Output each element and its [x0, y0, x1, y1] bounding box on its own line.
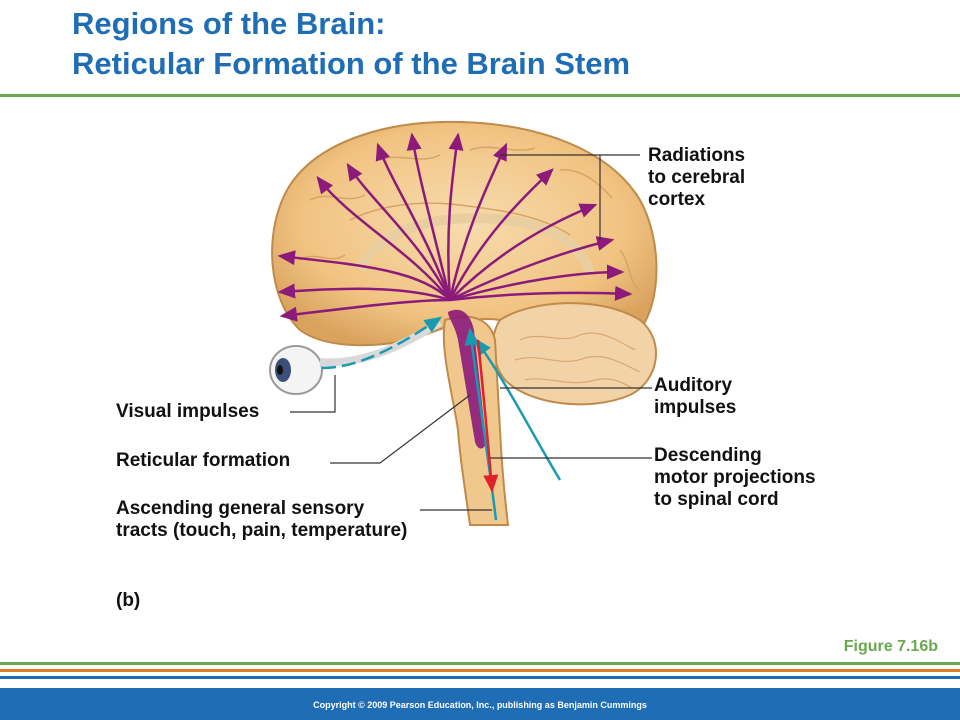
radiation-arrow: [406, 132, 452, 301]
radiation-arrow: [346, 162, 452, 301]
radiation-arrow: [277, 250, 451, 301]
label-ascending-tracts: Ascending general sensory tracts (touch,…: [116, 498, 408, 541]
radiation-arrow: [279, 298, 451, 322]
title-line-2: Reticular Formation of the Brain Stem: [72, 46, 631, 81]
cerebellum: [492, 302, 657, 406]
cerebellum-folia: [514, 332, 641, 389]
slide-title: Regions of the Brain: Reticular Formatio…: [72, 4, 630, 84]
title-line-1: Regions of the Brain:: [72, 6, 386, 41]
footer-bar: [0, 688, 960, 720]
radiation-arrow: [277, 283, 451, 302]
radiation-arrow: [448, 142, 508, 301]
panel-label: (b): [116, 590, 141, 611]
radiation-arrow: [375, 142, 452, 301]
label-radiations: Radiations to cerebral cortex: [648, 145, 746, 210]
descending-motor-arrow: [476, 339, 499, 493]
ascending-tract: [464, 327, 498, 521]
stripe-orange: [0, 669, 960, 672]
radiation-arrows: [277, 132, 633, 322]
label-reticular-formation: Reticular formation: [116, 450, 291, 471]
radiation-arrow: [316, 176, 451, 301]
label-auditory-impulses: Auditory impulses: [654, 375, 737, 418]
radiation-arrow: [449, 264, 625, 302]
label-descending-motor: Descending motor projections to spinal c…: [654, 445, 816, 510]
leader-lines: [290, 154, 652, 511]
copyright-text: Copyright © 2009 Pearson Education, Inc.…: [313, 700, 647, 710]
brain-diagram: [269, 120, 658, 526]
auditory-pathway: [474, 337, 562, 481]
label-visual-impulses: Visual impulses: [116, 401, 260, 422]
sensory-arrows: [321, 316, 562, 521]
radiation-arrow: [449, 203, 598, 301]
radiation-arrow: [447, 132, 464, 301]
reticular-core: [448, 309, 486, 449]
radiation-arrow: [449, 236, 615, 302]
radiation-arrow: [448, 168, 554, 301]
visual-pathway: [321, 316, 443, 370]
figure-label: Figure 7.16b: [843, 638, 938, 655]
title-divider: [0, 94, 960, 97]
stripe-blue: [0, 676, 960, 679]
radiation-arrow: [449, 285, 633, 302]
stripe-green: [0, 662, 960, 665]
